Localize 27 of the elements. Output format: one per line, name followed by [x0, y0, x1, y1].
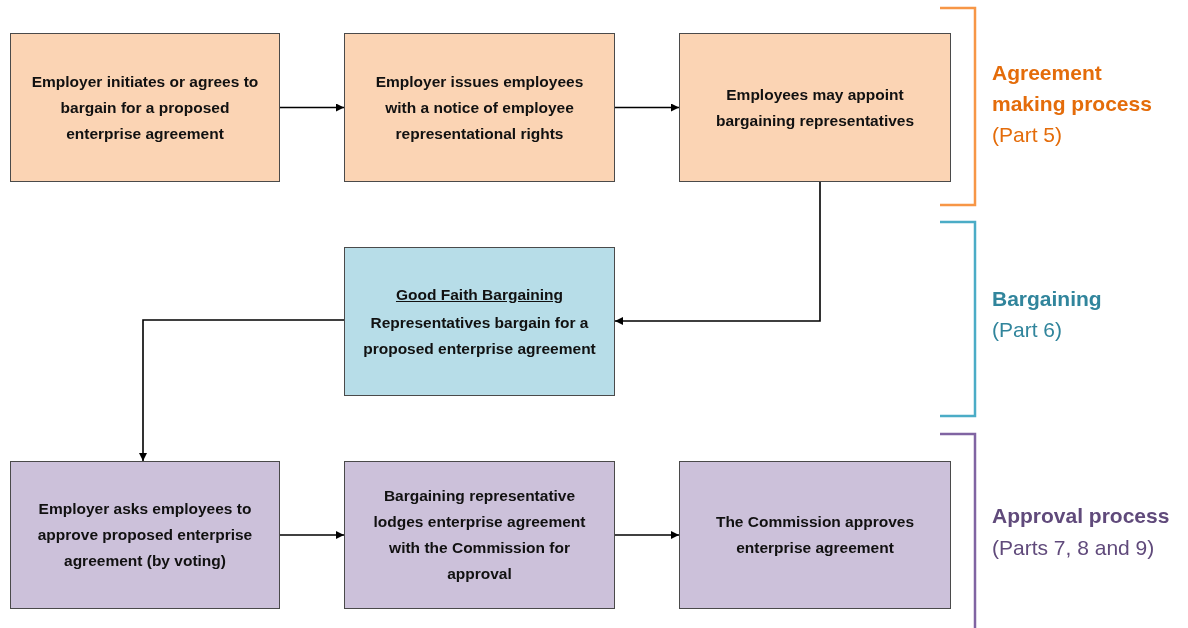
box-heading: Good Faith Bargaining	[395, 284, 564, 305]
part-reference: (Part 5)	[992, 122, 1063, 148]
part-reference: (Part 6)	[992, 317, 1063, 343]
process-box	[344, 247, 615, 396]
arrow	[279, 103, 345, 112]
section-title: Agreement making process	[992, 60, 1153, 117]
box-text: Employer initiates or agrees to bargain for a proposed enterprise agreement	[30, 71, 260, 144]
box-text: Employees may appoint bargaining representatives	[714, 84, 916, 131]
part-reference: (Parts 7, 8 and 9)	[992, 535, 1156, 561]
process-box	[679, 461, 951, 609]
box-text: The Commission approves enterprise agreement	[714, 512, 916, 558]
box-text: Representatives bargain for a proposed enterprise agreement	[362, 312, 597, 359]
process-box	[344, 33, 615, 182]
arrow	[614, 103, 680, 112]
arrow	[614, 181, 821, 325]
box-text: Employer asks employees to approve proposed enterprise agreement (by voting)	[36, 499, 254, 571]
box-text: Bargaining representative lodges enterprise agreement with the Commission for approval	[372, 486, 587, 584]
arrow	[139, 319, 345, 462]
process-box	[10, 461, 280, 609]
box-text: Employer issues employees with a notice of employee representational rights	[374, 71, 585, 144]
arrow	[614, 531, 680, 539]
section-title: Bargaining	[992, 286, 1103, 312]
arrow	[279, 531, 345, 539]
process-box	[10, 33, 280, 182]
section-title: Approval process	[992, 503, 1171, 529]
process-box	[679, 33, 951, 182]
process-box	[344, 461, 615, 609]
